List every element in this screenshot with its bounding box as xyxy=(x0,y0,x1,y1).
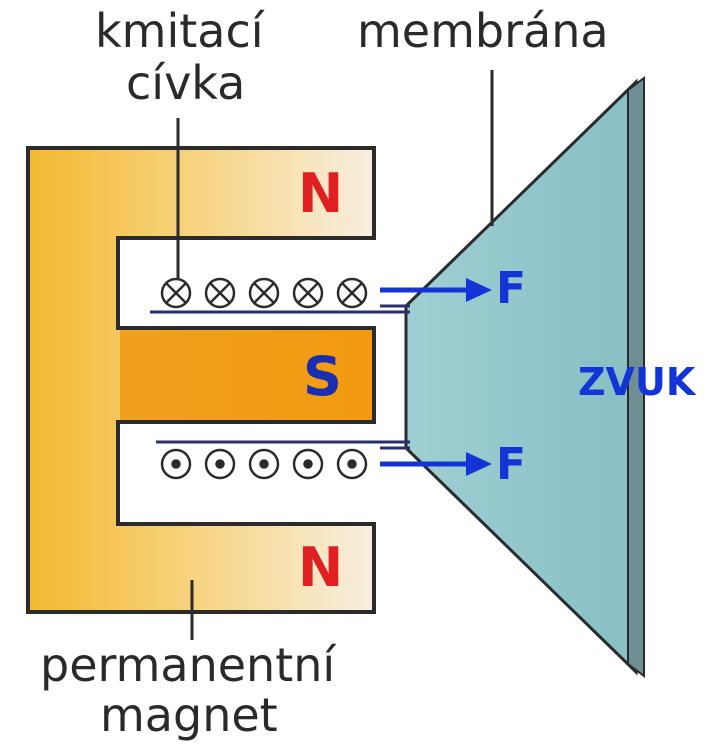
south-pole-core xyxy=(120,330,372,420)
coil-label-line2: cívka xyxy=(126,56,246,110)
current-out-of-page-icon xyxy=(160,448,192,480)
magnet-label-line2: magnet xyxy=(100,688,278,742)
coil-top-windings xyxy=(160,277,368,309)
north-pole-top-label: N xyxy=(298,162,344,225)
right-arrow-icon xyxy=(466,452,492,476)
coil-label-line1: kmitací xyxy=(95,4,264,58)
magnet-label-line1: permanentní xyxy=(40,638,336,692)
south-pole-label: S xyxy=(303,345,342,408)
membrane-label: membrána xyxy=(357,4,609,58)
current-into-page-icon xyxy=(204,277,236,309)
force-arrow-bottom xyxy=(380,452,492,476)
current-into-page-icon xyxy=(248,277,280,309)
current-into-page-icon xyxy=(292,277,324,309)
membrane-rim xyxy=(627,76,645,678)
membrane xyxy=(404,78,638,676)
right-arrow-icon xyxy=(466,278,492,302)
force-arrow-top xyxy=(380,278,492,302)
force-label-bottom: F xyxy=(496,439,527,490)
force-label-top: F xyxy=(496,263,527,314)
current-out-of-page-icon xyxy=(336,448,368,480)
sound-label: ZVUK xyxy=(578,360,696,404)
current-into-page-icon xyxy=(336,277,368,309)
current-out-of-page-icon xyxy=(292,448,324,480)
north-pole-bottom-label: N xyxy=(298,536,344,599)
magnet-core-outline xyxy=(118,326,376,424)
coil-bottom-windings xyxy=(160,448,368,480)
current-out-of-page-icon xyxy=(248,448,280,480)
current-out-of-page-icon xyxy=(204,448,236,480)
current-into-page-icon xyxy=(160,277,192,309)
